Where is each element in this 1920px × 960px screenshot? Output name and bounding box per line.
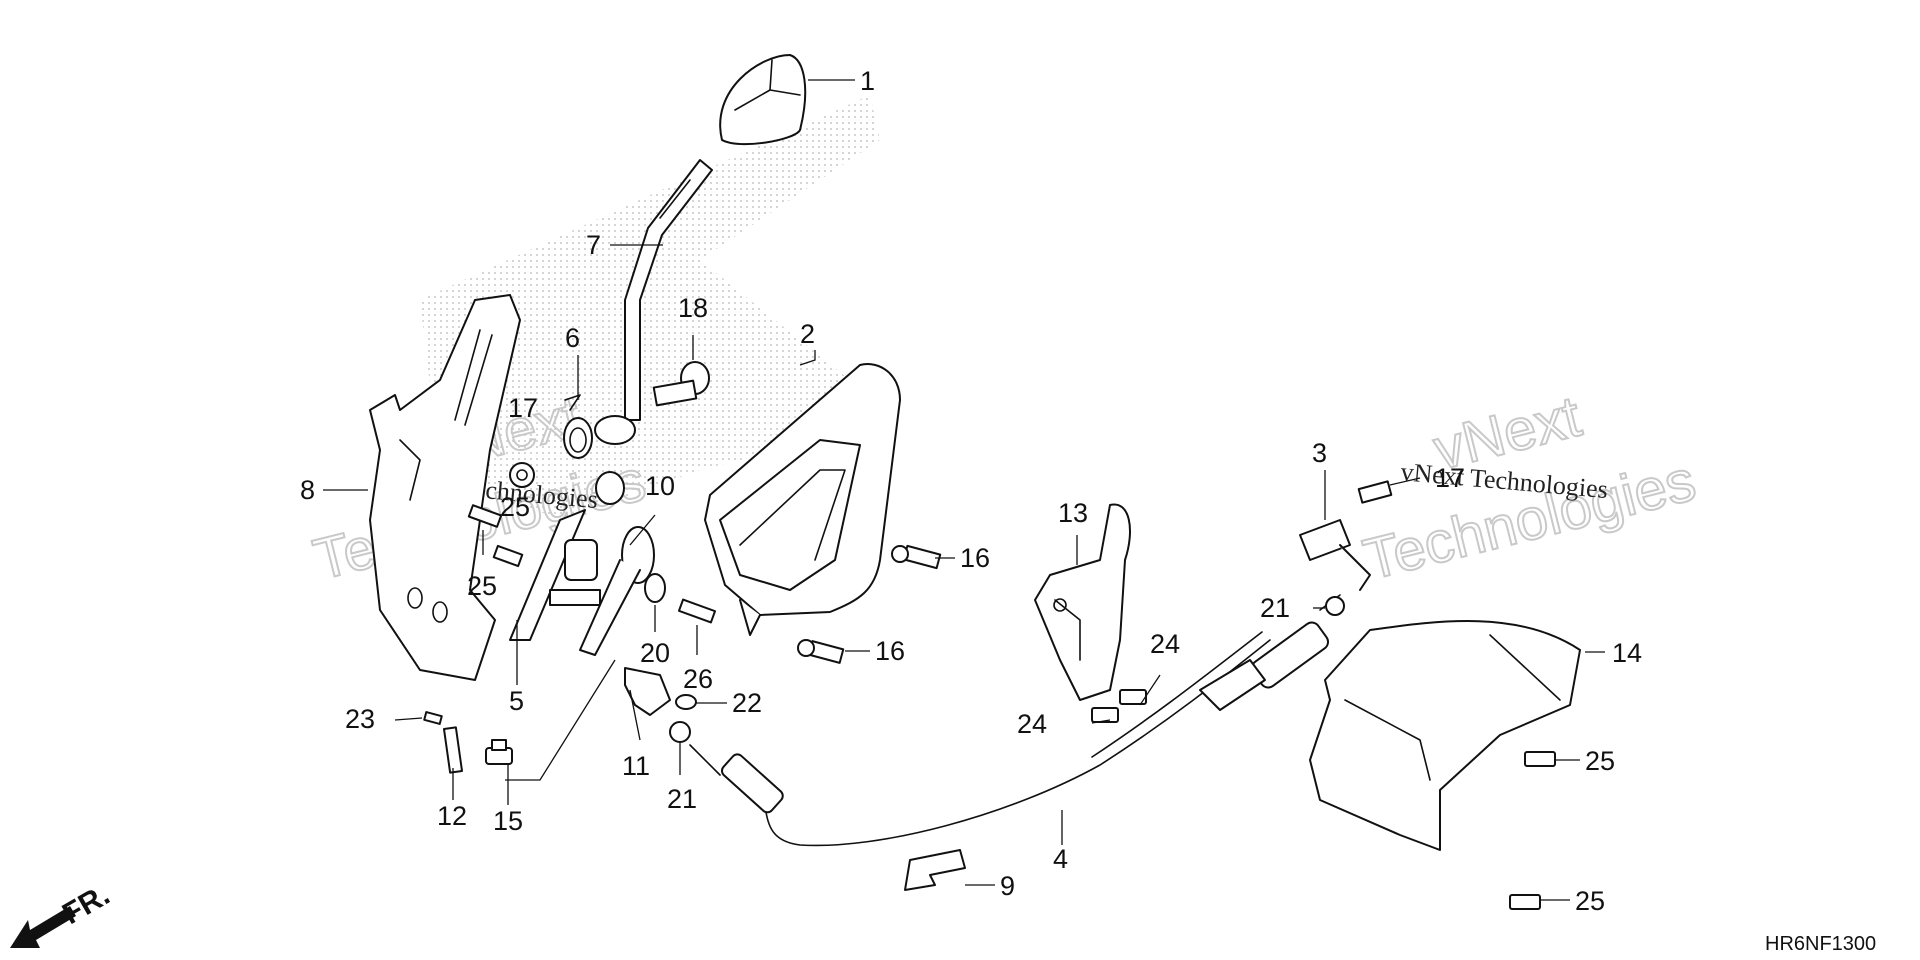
callout-13: 13 (1058, 498, 1088, 528)
callout-17-left: 17 (508, 393, 538, 423)
part-1-knob (719, 54, 807, 146)
callout-12: 12 (437, 801, 467, 831)
callout-25-right-lower: 25 (1575, 886, 1605, 916)
leader-lines (323, 79, 1605, 901)
callout-17-right: 17 (1435, 463, 1465, 493)
part-4-shift-cable (689, 594, 1341, 847)
callout-24-lower: 24 (1017, 709, 1047, 739)
diagram-code: HR6NF1300 (1765, 933, 1876, 955)
part-18-pivot-bolt (652, 361, 710, 407)
stipple-shading (420, 95, 900, 520)
part-14-cover (1309, 620, 1581, 851)
part-21-nut-center (669, 721, 691, 743)
callout-25-right-upper: 25 (1585, 746, 1615, 776)
part-5-link-plate (509, 509, 601, 641)
part-10-collar (595, 471, 625, 505)
callout-4: 4 (1053, 844, 1068, 874)
callout-24-upper: 24 (1150, 629, 1180, 659)
part-24-bolt-lower (1091, 707, 1119, 723)
part-2-gate-panel (704, 363, 901, 636)
part-25-bolt-left-lower (492, 544, 524, 568)
callout-25-left: 25 (467, 571, 497, 601)
callout-9: 9 (1000, 871, 1015, 901)
front-direction-arrow: FR. (10, 878, 115, 948)
part-17-nut-upper (509, 462, 535, 488)
watermark-right: vNext Technologies vNext Technologies (1356, 383, 1702, 594)
part-16-bolt-upper (891, 544, 942, 570)
part-3-cable-end (1299, 480, 1393, 591)
front-arrow-label: FR. (57, 878, 115, 931)
part-9-clip (904, 849, 966, 891)
part-12-pin (442, 726, 464, 774)
part-23-pin (423, 711, 443, 725)
part-25-bolt-left (467, 504, 503, 528)
callout-26: 26 (683, 664, 713, 694)
part-21-nut-right (1325, 596, 1345, 616)
part-25-bolt-right-lower (1509, 894, 1541, 910)
callout-7: 7 (586, 230, 601, 260)
callout-labels: 1 2 3 4 5 6 7 8 9 10 11 12 13 14 15 16 1… (300, 66, 1642, 916)
part-22-clip (675, 694, 697, 710)
callout-2: 2 (800, 319, 815, 349)
callout-3: 3 (1312, 438, 1327, 468)
callout-18: 18 (678, 293, 708, 323)
part-11-clamp (624, 667, 671, 716)
part-7-shift-lever (594, 159, 713, 445)
part-6-spring (563, 394, 593, 459)
part-13-cable-bracket (1034, 503, 1131, 701)
callout-21-center: 21 (667, 784, 697, 814)
callout-16-upper: 16 (960, 543, 990, 573)
callout-23: 23 (345, 704, 375, 734)
callout-6: 6 (565, 323, 580, 353)
callout-21-right: 21 (1260, 593, 1290, 623)
part-25-bolt-right-upper (1524, 751, 1556, 767)
callout-8: 8 (300, 475, 315, 505)
callout-1: 1 (860, 66, 875, 96)
callout-22: 22 (732, 688, 762, 718)
part-26-bolt (677, 598, 717, 624)
part-16-bolt-lower (797, 639, 845, 664)
callout-15: 15 (493, 806, 523, 836)
part-8-lever-bracket (369, 294, 521, 681)
callout-25-left-upper: 25 (500, 492, 530, 522)
part-15-collar-bolt (485, 739, 513, 765)
part-20-washer-ring (579, 526, 666, 656)
callout-5: 5 (509, 686, 524, 716)
callout-20: 20 (640, 638, 670, 668)
callout-10: 10 (645, 471, 675, 501)
callout-14: 14 (1612, 638, 1642, 668)
callout-16-lower: 16 (875, 636, 905, 666)
callout-11: 11 (622, 751, 650, 781)
